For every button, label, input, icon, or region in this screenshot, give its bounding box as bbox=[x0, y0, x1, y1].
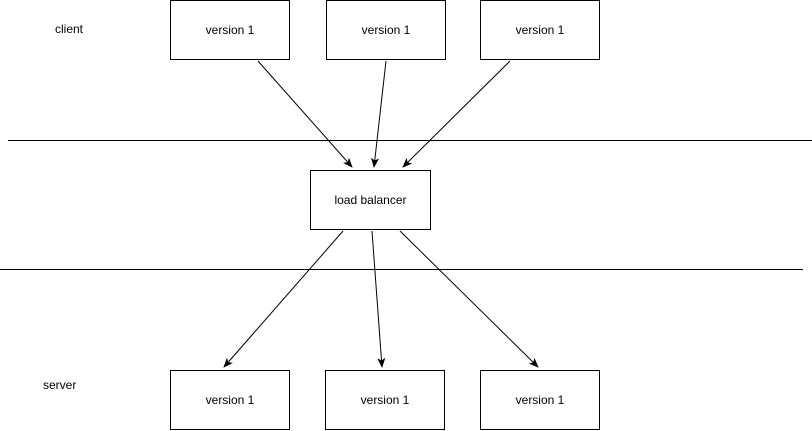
client-version-label-1: version 1 bbox=[205, 23, 255, 37]
edge-client-3-to-load-balancer bbox=[402, 60, 511, 168]
server-version-box-3: version 1 bbox=[480, 370, 600, 430]
edge-client-2-to-load-balancer bbox=[371, 60, 387, 168]
load-balancer-label: load balancer bbox=[334, 193, 407, 207]
client-version-label-2: version 1 bbox=[361, 23, 411, 37]
server-version-label-2: version 1 bbox=[360, 393, 410, 407]
client-version-box-1: version 1 bbox=[170, 0, 290, 60]
edge-load-balancer-to-server-2 bbox=[371, 230, 386, 368]
server-version-label-1: version 1 bbox=[205, 393, 255, 407]
client-tier-label: client bbox=[55, 22, 84, 36]
client-version-box-3: version 1 bbox=[480, 0, 600, 60]
edge-load-balancer-to-server-3 bbox=[399, 230, 539, 368]
edge-load-balancer-to-server-1 bbox=[223, 230, 344, 368]
load-balancer-box: load balancer bbox=[310, 170, 431, 230]
edge-client-1-to-load-balancer bbox=[257, 60, 353, 168]
client-version-box-2: version 1 bbox=[326, 0, 446, 60]
client-version-label-3: version 1 bbox=[515, 23, 565, 37]
server-version-label-3: version 1 bbox=[515, 393, 565, 407]
server-tier-label: server bbox=[43, 378, 77, 392]
server-version-box-2: version 1 bbox=[325, 370, 445, 430]
server-version-box-1: version 1 bbox=[170, 370, 290, 430]
